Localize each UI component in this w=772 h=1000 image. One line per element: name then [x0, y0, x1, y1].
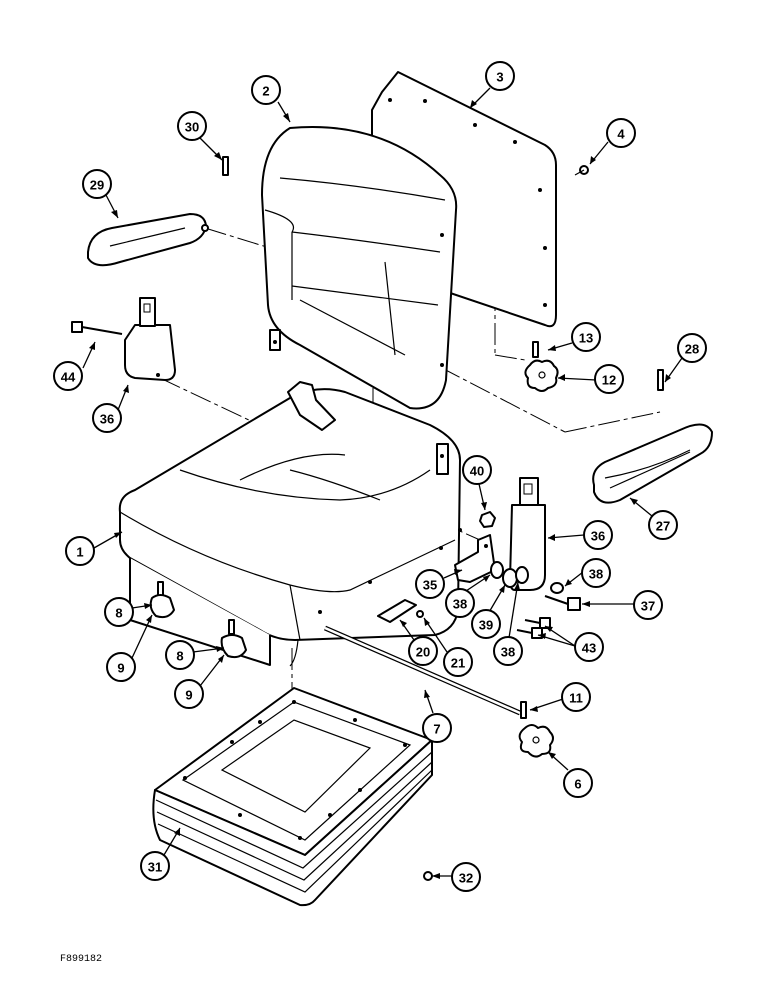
callout-8-right: 8 [165, 640, 195, 670]
pin-30-part [222, 156, 229, 176]
right-armrest-part [592, 423, 713, 504]
callout-1: 1 [65, 536, 95, 566]
svg-text:40: 40 [470, 464, 484, 479]
svg-text:37: 37 [641, 599, 655, 614]
svg-text:12: 12 [602, 373, 616, 388]
svg-text:9: 9 [117, 661, 124, 676]
screws-43-part [516, 617, 551, 639]
callout-28: 28 [677, 333, 707, 363]
svg-text:27: 27 [656, 519, 670, 534]
pin-28-part [657, 369, 664, 391]
svg-text:9: 9 [185, 688, 192, 703]
buckle-left-part [124, 297, 176, 381]
svg-text:38: 38 [501, 645, 515, 660]
callout-38-top: 38 [581, 558, 611, 588]
seat-bracket-part [436, 443, 449, 475]
svg-text:29: 29 [90, 178, 104, 193]
callout-29: 29 [82, 169, 112, 199]
callout-36-left: 36 [92, 403, 122, 433]
bolt-37-part [544, 595, 581, 611]
bracket-35-part [454, 534, 496, 583]
pin-13-part [532, 341, 539, 358]
callout-13: 13 [571, 322, 601, 352]
screw-21-part [416, 610, 424, 618]
svg-text:2: 2 [262, 84, 269, 99]
callout-37: 37 [633, 590, 663, 620]
nut-40-part [479, 511, 496, 528]
svg-text:6: 6 [574, 777, 581, 792]
left-armrest-part [87, 213, 209, 267]
figure-code: F899182 [60, 954, 102, 965]
svg-text:36: 36 [100, 412, 114, 427]
callout-44: 44 [53, 361, 83, 391]
callout-3: 3 [485, 61, 515, 91]
svg-text:30: 30 [185, 120, 199, 135]
svg-text:31: 31 [148, 860, 162, 875]
knob-12-part [524, 359, 559, 392]
svg-text:7: 7 [433, 722, 440, 737]
callout-36-right: 36 [583, 520, 613, 550]
pin-11-part [520, 701, 527, 719]
svg-text:3: 3 [496, 70, 503, 85]
callout-27: 27 [648, 510, 678, 540]
callout-38-bottom: 38 [493, 636, 523, 666]
callout-30: 30 [177, 111, 207, 141]
svg-text:43: 43 [582, 641, 596, 656]
svg-text:38: 38 [453, 597, 467, 612]
callout-11: 11 [561, 682, 591, 712]
callout-32: 32 [451, 862, 481, 892]
callout-31: 31 [140, 851, 170, 881]
callout-12: 12 [594, 364, 624, 394]
svg-text:44: 44 [61, 370, 76, 385]
svg-text:8: 8 [176, 649, 183, 664]
rod-7-part [324, 625, 521, 716]
callout-38-left: 38 [445, 588, 475, 618]
screw-4-part [574, 165, 589, 176]
svg-text:13: 13 [579, 331, 593, 346]
bolt-44-part [71, 321, 123, 335]
callout-6: 6 [563, 768, 593, 798]
callout-40: 40 [462, 455, 492, 485]
svg-text:8: 8 [115, 606, 122, 621]
svg-text:20: 20 [416, 645, 430, 660]
callout-9-left: 9 [106, 652, 136, 682]
svg-text:11: 11 [569, 691, 583, 706]
adjusters-8-9-part [149, 581, 247, 659]
callout-39: 39 [471, 609, 501, 639]
rail-20-part [377, 599, 417, 623]
svg-text:35: 35 [423, 578, 437, 593]
arrowheads [89, 100, 671, 879]
svg-text:38: 38 [589, 567, 603, 582]
callout-20: 20 [408, 636, 438, 666]
callout-21: 21 [443, 647, 473, 677]
knob-6-part [518, 724, 554, 758]
callout-2: 2 [251, 75, 281, 105]
svg-text:21: 21 [451, 656, 465, 671]
screw-32-part [423, 871, 433, 881]
svg-text:28: 28 [685, 342, 699, 357]
callout-43: 43 [574, 632, 604, 662]
svg-text:32: 32 [459, 871, 473, 886]
svg-text:39: 39 [479, 618, 493, 633]
seat-cushion-part [118, 381, 462, 667]
callout-8-left: 8 [104, 597, 134, 627]
back-cushion-part [261, 126, 458, 410]
washers-part [490, 561, 564, 594]
callout-7: 7 [422, 713, 452, 743]
callout-4: 4 [606, 118, 636, 148]
callout-35: 35 [415, 569, 445, 599]
svg-text:1: 1 [76, 545, 83, 560]
svg-text:4: 4 [617, 127, 625, 142]
callout-9-right: 9 [174, 679, 204, 709]
bellows-base-part [152, 687, 433, 907]
svg-text:36: 36 [591, 529, 605, 544]
